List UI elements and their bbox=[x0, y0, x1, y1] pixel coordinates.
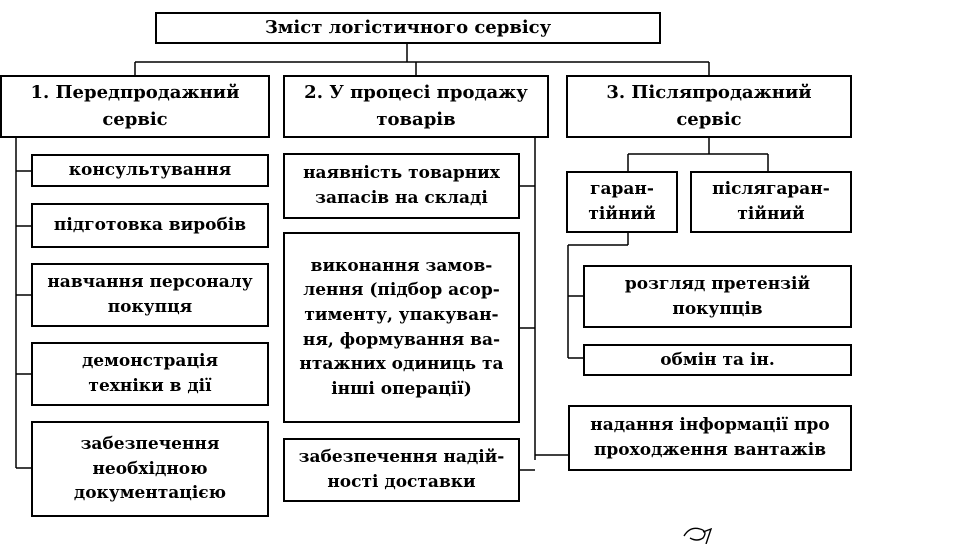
handwritten-mark bbox=[683, 527, 713, 544]
column-3-heading: 3. Післяпродажний сервіс bbox=[566, 75, 852, 138]
column-1-item: консультування bbox=[31, 154, 269, 187]
diagram-title: Зміст логістичного сервісу bbox=[155, 12, 661, 44]
column-1-heading: 1. Передпродажний сервіс bbox=[0, 75, 270, 138]
column-3-item: надання інформації про проходження ванта… bbox=[568, 405, 852, 471]
column-2-item: забезпечення надій- ності доставки bbox=[283, 438, 520, 502]
post-guarantee-subtype: післягаран- тійний bbox=[690, 171, 852, 233]
column-1-item: забезпечення необхідною документацією bbox=[31, 421, 269, 517]
column-1-item: демонстрація техніки в дії bbox=[31, 342, 269, 406]
column-2-heading: 2. У процесі продажу товарів bbox=[283, 75, 549, 138]
column-1-item: підготовка виробів bbox=[31, 203, 269, 248]
column-2-item: наявність товарних запасів на складі bbox=[283, 153, 520, 219]
guarantee-subtype: гаран- тійний bbox=[566, 171, 678, 233]
column-2-item: виконання замов- лення (підбор асор- тим… bbox=[283, 232, 520, 423]
column-3-item: розгляд претензій покупців bbox=[583, 265, 852, 328]
column-1-item: навчання персоналу покупця bbox=[31, 263, 269, 327]
column-3-item: обмін та ін. bbox=[583, 344, 852, 376]
